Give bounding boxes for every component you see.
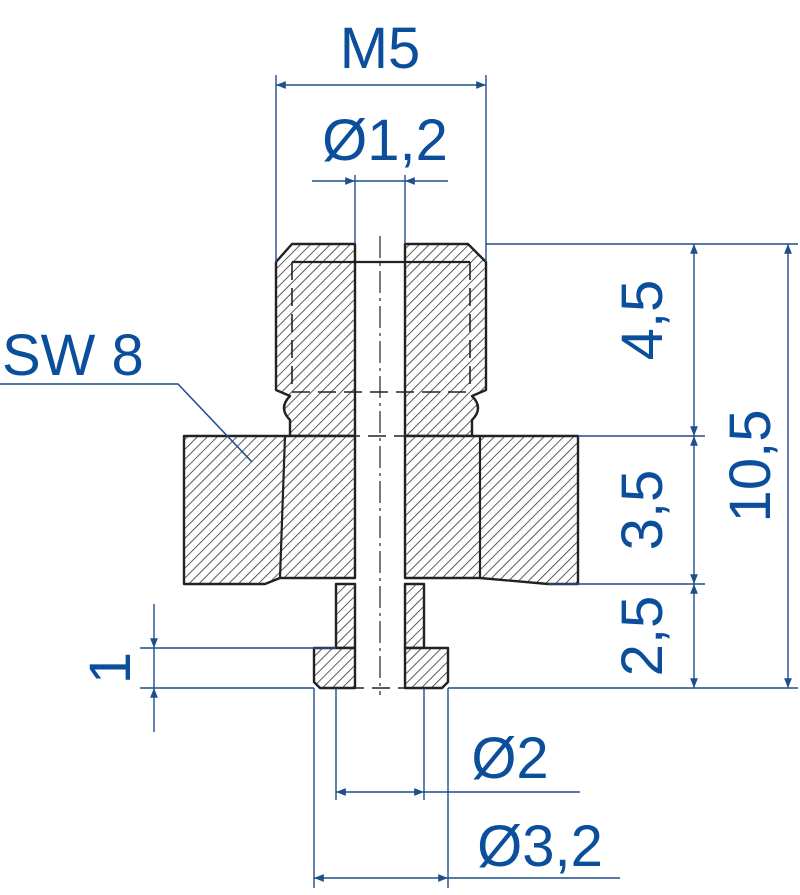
total-height-label: 10,5 <box>718 410 783 523</box>
neck-left <box>334 582 357 650</box>
bore-diameter-label: Ø1,2 <box>322 108 448 173</box>
flange-left <box>312 646 357 690</box>
flange-right <box>403 646 450 690</box>
dimensions: M5 Ø1,2 SW 8 4,5 3,5 2,5 10,5 <box>0 16 798 888</box>
flange-diameter-label: Ø3,2 <box>477 814 603 879</box>
flange-thickness-label: 1 <box>78 652 143 684</box>
hex-inner-left <box>278 435 287 579</box>
neck-diameter-label: Ø2 <box>471 726 548 791</box>
hex-body-right <box>403 434 580 586</box>
upper-body-right <box>403 242 488 438</box>
height-top-label: 4,5 <box>610 280 675 361</box>
part-section <box>182 236 580 695</box>
wrench-size-leader <box>0 383 253 463</box>
height-neck-label: 2,5 <box>610 596 675 677</box>
upper-body-left <box>274 242 357 438</box>
neck-right <box>403 582 426 650</box>
thread-size-label: M5 <box>340 16 421 81</box>
hex-body-left <box>182 434 357 586</box>
wrench-size-label: SW 8 <box>2 323 144 388</box>
height-hex-label: 3,5 <box>610 470 675 551</box>
